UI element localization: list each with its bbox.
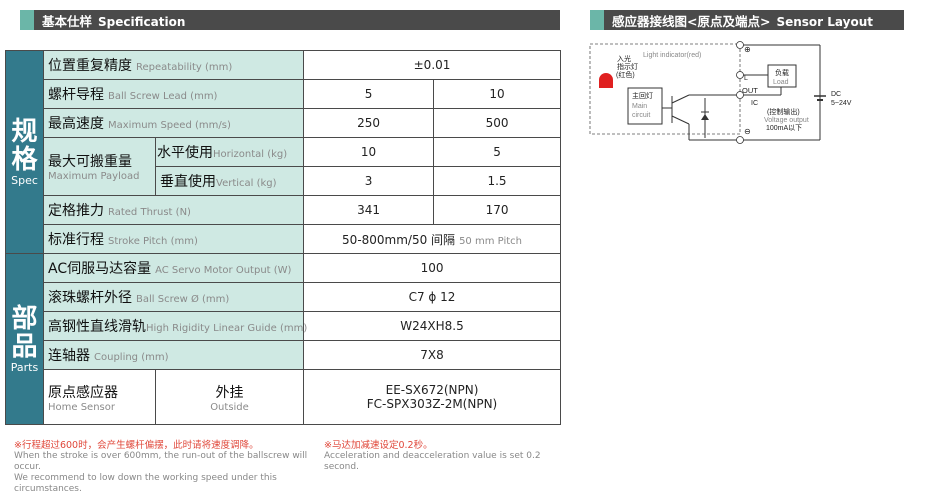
value-thrust-2: 170 xyxy=(433,195,562,225)
value-motor: 100 xyxy=(303,253,562,283)
led-body xyxy=(599,80,613,88)
group-parts-cn: 部品 xyxy=(11,303,38,362)
table-row: 高钢性直线滑轨High Rigidity Linear Guide (mm) W… xyxy=(6,311,562,341)
note-left-line2: We recommend to low down the working spe… xyxy=(14,473,277,494)
note-left-line1: When the stroke is over 600mm, the run-o… xyxy=(14,451,308,472)
note-right-red: ※马达加减速设定0.2秒。 xyxy=(324,440,433,451)
value-home: EE-SX672(NPN)FC-SPX303Z-2M(NPN) xyxy=(303,369,562,425)
voltage-output-label: Voltage output xyxy=(764,117,809,124)
value-coupling: 7X8 xyxy=(303,340,562,370)
light-indicator-label: Light indicator(red) xyxy=(643,52,701,59)
label-vertical: 垂直使用Vertical (kg) xyxy=(154,166,305,196)
group-spec-en: Spec xyxy=(11,173,38,187)
value-vertical-1: 3 xyxy=(303,166,435,196)
current-label: 100mA以下 xyxy=(766,124,802,132)
group-spec-cn: 规格 xyxy=(11,116,38,175)
terminal-out xyxy=(736,91,744,99)
main-en-label-2: circuit xyxy=(632,112,650,119)
value-speed-2: 500 xyxy=(433,108,562,138)
label-guide: 高钢性直线滑轨High Rigidity Linear Guide (mm) xyxy=(42,311,307,341)
terminal-plus xyxy=(736,41,744,49)
value-guide: W24XH8.5 xyxy=(303,311,562,341)
value-speed-1: 250 xyxy=(303,108,435,138)
table-row: 垂直使用Vertical (kg) 3 1.5 xyxy=(6,166,562,196)
label-horizontal: 水平使用Horizontal (kg) xyxy=(154,137,305,167)
value-horizontal-1: 10 xyxy=(303,137,435,167)
plus-label: ⊕ xyxy=(744,45,751,54)
incident-label: 入光 xyxy=(617,54,631,63)
note-right: ※马达加减速设定0.2秒。 Acceleration and deacceler… xyxy=(324,440,564,473)
red-label: (红色) xyxy=(616,70,635,79)
dc-label: DC xyxy=(831,91,841,98)
l-label: L xyxy=(744,75,748,82)
voltage-label: 5~24V xyxy=(831,100,852,107)
value-screw-dia: C7 ϕ 12 xyxy=(303,282,562,312)
minus-label: ⊖ xyxy=(744,127,751,136)
group-parts: 部品 Parts xyxy=(5,253,44,425)
ic-label: IC xyxy=(751,100,758,107)
main-cn-label: 主回灯 xyxy=(632,91,653,100)
value-horizontal-2: 5 xyxy=(433,137,562,167)
wiring-svg: Light indicator(red) 入光 指示灯 (红色) 主回灯 Mai… xyxy=(589,41,852,144)
out-label: OUT xyxy=(742,86,758,95)
indicator-label: 指示灯 xyxy=(617,62,638,71)
value-thrust-1: 341 xyxy=(303,195,435,225)
group-spec: 规格 Spec xyxy=(5,50,44,254)
note-left-red: ※行程超过600时，会产生螺杆偏摆，此时请将速度调降。 xyxy=(14,440,259,451)
terminal-minus xyxy=(736,136,744,144)
main-en-label-1: Main xyxy=(632,103,647,110)
sensor-header-title: 感应器接线图<原点及端点>Sensor Layout xyxy=(612,13,873,29)
value-vertical-2: 1.5 xyxy=(433,166,562,196)
note-left: ※行程超过600时，会产生螺杆偏摆，此时请将速度调降。 When the str… xyxy=(14,440,314,495)
value-lead-1: 5 xyxy=(303,79,435,109)
load-cn-label: 负载 xyxy=(775,68,789,77)
sensor-section-header: 感应器接线图<原点及端点>Sensor Layout xyxy=(590,10,904,30)
header-accent xyxy=(590,10,604,30)
terminal-l xyxy=(736,71,744,79)
value-repeatability: ±0.01 xyxy=(303,50,562,80)
value-lead-2: 10 xyxy=(433,79,562,109)
load-box xyxy=(767,64,797,88)
group-parts-en: Parts xyxy=(10,360,39,374)
load-en-label: Load xyxy=(773,79,789,86)
note-right-line1: Acceleration and deacceleration value is… xyxy=(324,451,541,472)
control-label: (控制输出) xyxy=(767,107,800,116)
header-accent xyxy=(20,10,34,30)
main-circuit-box xyxy=(627,87,663,125)
sensor-boundary xyxy=(589,43,741,135)
sensor-diagram: Light indicator(red) 入光 指示灯 (红色) 主回灯 Mai… xyxy=(585,38,915,158)
